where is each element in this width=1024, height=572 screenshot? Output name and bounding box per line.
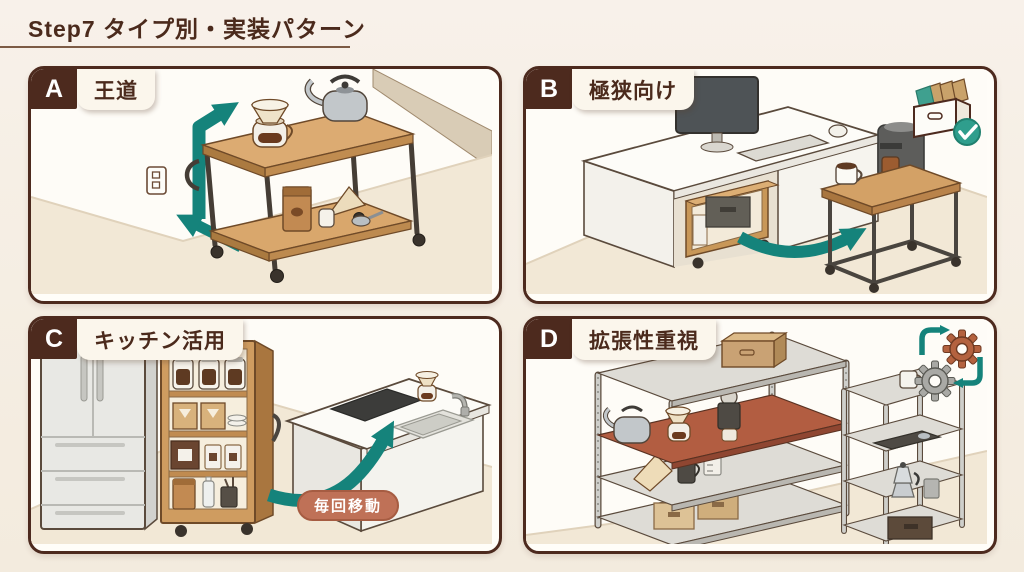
caster-wheels	[210, 212, 426, 283]
dripper-carafe-icon	[250, 98, 293, 148]
white-bin-icon	[692, 214, 708, 246]
panel-c-label: キッチン活用	[77, 319, 243, 360]
page-title: Step7 タイプ別・実装パターン	[28, 16, 366, 42]
faucet-icon	[451, 393, 470, 417]
filter-wedge-icon	[633, 454, 673, 492]
grinder-icon	[717, 388, 741, 442]
cart-handle	[184, 158, 200, 192]
panel-a-label: 王道	[77, 69, 155, 110]
wall-wedge	[372, 69, 492, 170]
sync-arrow-right-icon	[919, 325, 950, 355]
dripper-icon	[415, 370, 439, 402]
storage-box-check-icon	[913, 78, 981, 146]
panel-c-letter: C	[31, 319, 77, 359]
dripper-carafe-icon	[664, 406, 692, 442]
keyboard-icon	[736, 134, 830, 162]
panel-a-letter: A	[31, 69, 77, 109]
wall-outlet-icon	[146, 166, 167, 195]
title-divider	[0, 46, 350, 48]
check-icon	[953, 118, 981, 146]
scene-d-illustration	[526, 319, 987, 544]
move-arrow-icon	[267, 420, 395, 507]
panel-c-kitchen: C キッチン活用 毎回移動	[28, 316, 502, 554]
moka-pot-icon	[891, 462, 920, 498]
under-desk-cart	[684, 180, 780, 269]
panel-b-letter: B	[526, 69, 572, 109]
canister-icon	[923, 478, 940, 499]
panel-a-classic: A 王道	[28, 66, 502, 304]
swap-arrow-icon	[737, 228, 867, 258]
panel-d-expandable: D 拡張性重視	[523, 316, 997, 554]
gear-rust-icon	[942, 329, 982, 369]
kettle-icon	[304, 74, 368, 122]
scoop-icon	[351, 210, 384, 227]
sink	[391, 409, 475, 439]
storage-box	[720, 331, 788, 369]
panel-b-label: 極狭向け	[572, 69, 694, 110]
mug-icon	[835, 162, 863, 185]
bean-jar-icons	[172, 357, 246, 390]
gear-gray-icon	[914, 360, 956, 402]
coffee-cart	[184, 74, 426, 283]
panel-d-letter: D	[526, 319, 572, 359]
dark-box-icon	[705, 196, 751, 228]
sync-arrow-left-icon	[953, 357, 983, 388]
tray-scoop-icon	[871, 430, 943, 450]
move-every-time-badge: 毎回移動	[297, 490, 400, 521]
side-table	[819, 122, 963, 293]
jar-icon	[318, 208, 335, 228]
filter-stack-icon	[325, 185, 367, 219]
gears-sync-icon	[914, 325, 983, 402]
cart-handle	[271, 413, 281, 443]
scene-a-illustration	[31, 69, 492, 294]
mouse-icon	[828, 124, 848, 138]
coffee-bag-icon	[282, 186, 312, 232]
panel-d-label: 拡張性重視	[572, 319, 716, 360]
panel-b-narrow: B 極狭向け	[523, 66, 997, 304]
monitor-icon	[675, 76, 759, 153]
kettle-icon	[603, 405, 651, 444]
pantry-cart	[160, 339, 281, 537]
